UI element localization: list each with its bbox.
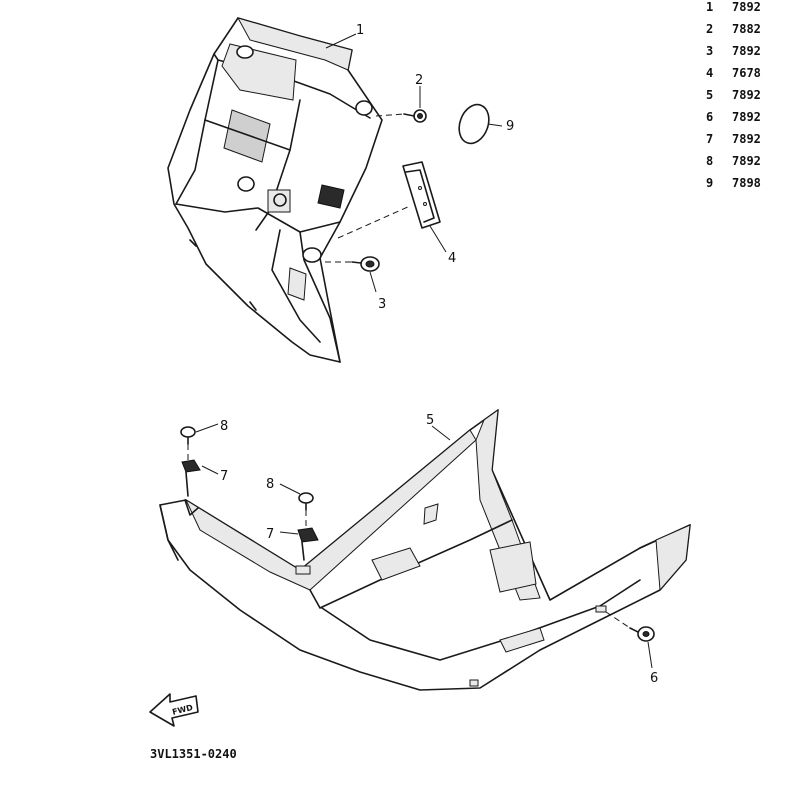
part-number: 7898 <box>732 176 761 190</box>
bracket-part[interactable] <box>402 161 441 229</box>
leader-line <box>647 641 653 669</box>
parts-list-row[interactable]: 8 7892 <box>700 154 800 174</box>
clip-part[interactable] <box>181 459 201 497</box>
parts-index: 7 <box>706 132 714 146</box>
screw-part[interactable] <box>180 426 196 445</box>
parts-index: 9 <box>706 176 714 190</box>
leader-line <box>487 123 503 127</box>
leader-line <box>369 271 377 293</box>
diagram-code: 3VL1351-0240 <box>150 747 237 761</box>
part-number: 7678 <box>732 66 761 80</box>
parts-list-row[interactable]: 4 7678 <box>700 66 800 86</box>
parts-index: 8 <box>706 154 714 168</box>
callout-9: 9 <box>506 119 514 134</box>
parts-index: 6 <box>706 110 714 124</box>
parts-index: 2 <box>706 22 714 36</box>
part-number: 7892 <box>732 110 761 124</box>
screw-part[interactable] <box>403 109 427 123</box>
parts-index: 3 <box>706 44 714 58</box>
parts-list-row[interactable]: 6 7892 <box>700 110 800 130</box>
parts-list-row[interactable]: 5 7892 <box>700 88 800 108</box>
callout-7: 7 <box>266 527 274 542</box>
callout-8: 8 <box>266 477 274 492</box>
parts-list-row[interactable]: 9 7898 <box>700 176 800 196</box>
callout-1: 1 <box>356 23 364 38</box>
part-number: 7892 <box>732 88 761 102</box>
forward-arrow-icon: FWD <box>149 693 199 727</box>
assembly-line <box>337 205 411 239</box>
leader-line <box>201 465 219 475</box>
leader-line <box>431 425 451 441</box>
screw-part[interactable] <box>351 256 380 272</box>
parts-index: 4 <box>706 66 714 80</box>
parts-list-row[interactable]: 7 7892 <box>700 132 800 152</box>
part-number: 7882 <box>732 22 761 36</box>
leader-line <box>279 483 301 495</box>
callout-8: 8 <box>220 419 228 434</box>
callout-2: 2 <box>415 73 423 88</box>
footrest-board-part[interactable] <box>159 408 691 691</box>
assembly-line <box>605 611 631 629</box>
leg-shield-part[interactable] <box>167 17 383 363</box>
callout-3: 3 <box>378 297 386 312</box>
parts-index: 1 <box>706 0 714 14</box>
parts-index: 5 <box>706 88 714 102</box>
parts-list-row[interactable]: 2 7882 <box>700 22 800 42</box>
part-number: 7892 <box>732 154 761 168</box>
parts-list-row[interactable]: 3 7892 <box>700 44 800 64</box>
assembly-line <box>375 113 405 117</box>
callout-6: 6 <box>650 671 658 686</box>
leader-line <box>195 423 219 433</box>
screw-part[interactable] <box>629 626 655 642</box>
callout-5: 5 <box>426 413 434 428</box>
screw-part[interactable] <box>298 492 314 511</box>
part-number: 7892 <box>732 0 761 14</box>
callout-4: 4 <box>448 251 456 266</box>
parts-list-row[interactable]: 1 7892 <box>700 0 800 20</box>
leader-line <box>325 33 357 49</box>
part-number: 7892 <box>732 44 761 58</box>
leader-line <box>429 225 447 253</box>
leader-line <box>279 531 299 535</box>
clip-part[interactable] <box>297 527 319 561</box>
callout-7: 7 <box>220 469 228 484</box>
part-number: 7892 <box>732 132 761 146</box>
cap-part[interactable] <box>454 100 494 147</box>
